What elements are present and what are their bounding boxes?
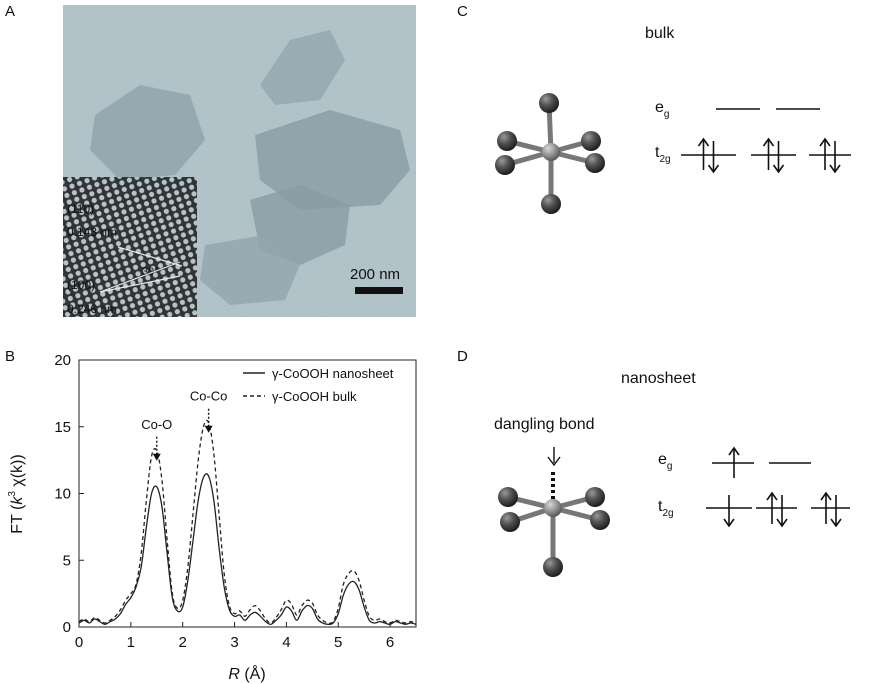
oxygen-atom [585, 487, 605, 507]
spin-up-head [819, 137, 831, 147]
inset-d-spacing-1: 0.143 nm [67, 225, 117, 239]
legend: γ-CoOOH nanosheet γ-CoOOH bulk [243, 366, 394, 404]
tem-image: 200 nm (110) 0.143 nm (100) 0.246 nm 30° [63, 5, 416, 317]
oxygen-atom [581, 131, 601, 151]
oxygen-atom [498, 487, 518, 507]
t2g-levels [681, 137, 851, 174]
y-axis-label: FT (k3 χ(k)) [7, 454, 26, 533]
spin-down-head [723, 518, 735, 528]
y-axis: 0 5 10 15 20 [54, 352, 84, 636]
x-tick-label: 3 [230, 634, 238, 651]
inset-angle-line [117, 246, 183, 267]
cobalt-atom [542, 143, 560, 161]
oxygen-atom [543, 557, 563, 577]
peak-arrowhead [152, 453, 161, 461]
peak-annotation: Co-O [141, 417, 172, 432]
orbital-diagram-bulk: eg t2g [655, 99, 851, 174]
t2g-label: t2g [658, 498, 674, 519]
spin-up-head [820, 491, 832, 501]
series-line-nanosheet [78, 473, 417, 626]
y-tick-label: 5 [63, 552, 71, 569]
y-tick-label: 20 [54, 352, 71, 369]
dangling-bond-label: dangling bond [494, 416, 595, 433]
x-axis-label: R (Å) [228, 664, 265, 683]
panel-c-title: bulk [645, 25, 675, 42]
sheet-flake [200, 235, 300, 305]
annotation-group: Co-O Co-Co [141, 389, 227, 461]
spin-down-head [829, 164, 841, 174]
inset-angle-line [99, 261, 181, 293]
spin-down-head [707, 164, 720, 174]
x-tick-label: 2 [179, 634, 187, 651]
spin-down-head [830, 518, 842, 528]
oxygen-atom [495, 155, 515, 175]
series-group [78, 419, 417, 626]
panel-b-label: B [5, 348, 15, 365]
inset-d-spacing-2: 0.246 nm [67, 302, 117, 316]
y-tick-label: 15 [54, 419, 71, 436]
panel-c-label: C [457, 3, 468, 20]
inset-plane-100: (100) [67, 278, 95, 292]
peak-arrowhead [204, 425, 213, 433]
hrtem-inset: (110) 0.143 nm (100) 0.246 nm 30° [63, 177, 197, 317]
x-tick-label: 6 [386, 634, 394, 651]
legend-label-bulk: γ-CoOOH bulk [272, 389, 357, 404]
spin-up-head [728, 446, 740, 456]
panel-b: B 0 5 10 15 20 0 1 2 3 4 5 6 Co-O Co-Co FT (k3 χ(k)… [5, 348, 417, 683]
panel-c: C bulk eg t2g [457, 3, 851, 214]
spin-up-head [766, 491, 778, 501]
spin-up-head [697, 137, 710, 147]
eg-electrons [728, 446, 740, 478]
x-tick-label: 5 [334, 634, 342, 651]
octahedral-model-nanosheet [498, 472, 610, 577]
spin-down-head [772, 164, 785, 174]
eg-label: eg [655, 99, 669, 120]
spin-up-head [762, 137, 775, 147]
panel-a-label: A [5, 3, 15, 20]
plot-frame [78, 359, 417, 628]
series-line-bulk [78, 419, 417, 624]
cobalt-atom [544, 499, 562, 517]
scale-bar [355, 287, 403, 294]
eg-label: eg [658, 451, 672, 472]
oxygen-atom [500, 512, 520, 532]
sheet-flake [90, 85, 205, 180]
oxygen-atom [497, 131, 517, 151]
x-tick-label: 0 [75, 634, 83, 651]
t2g-label: t2g [655, 144, 671, 165]
octahedral-model-bulk [495, 93, 605, 214]
oxygen-atom [539, 93, 559, 113]
dangling-bond-arrow [547, 447, 561, 467]
oxygen-atom [585, 153, 605, 173]
x-tick-label: 4 [282, 634, 290, 651]
sheet-flake [260, 30, 345, 105]
inset-angle-line [99, 275, 181, 293]
panel-d: D nanosheet dangling bond eg t2g [457, 348, 850, 577]
spin-down-head [776, 518, 788, 528]
oxygen-atom [541, 194, 561, 214]
y-tick-label: 0 [63, 619, 71, 636]
inset-plane-110: (110) [67, 202, 94, 216]
panel-d-label: D [457, 348, 468, 365]
sheet-flake [255, 110, 410, 210]
t2g-levels [706, 491, 850, 528]
y-tick-label: 10 [54, 486, 71, 503]
orbital-diagram-nanosheet: eg t2g [658, 446, 850, 528]
x-axis: 0 1 2 3 4 5 6 [75, 622, 394, 651]
peak-annotation: Co-Co [190, 389, 228, 404]
panel-a: A 200 nm (110) 0.143 nm (100) 0.246 nm 3… [5, 3, 416, 317]
panel-d-title: nanosheet [621, 370, 696, 387]
inset-angle: 30° [142, 266, 159, 278]
oxygen-atom [590, 510, 610, 530]
legend-label-nanosheet: γ-CoOOH nanosheet [272, 366, 394, 381]
scale-bar-label: 200 nm [350, 266, 400, 283]
x-tick-label: 1 [127, 634, 135, 651]
